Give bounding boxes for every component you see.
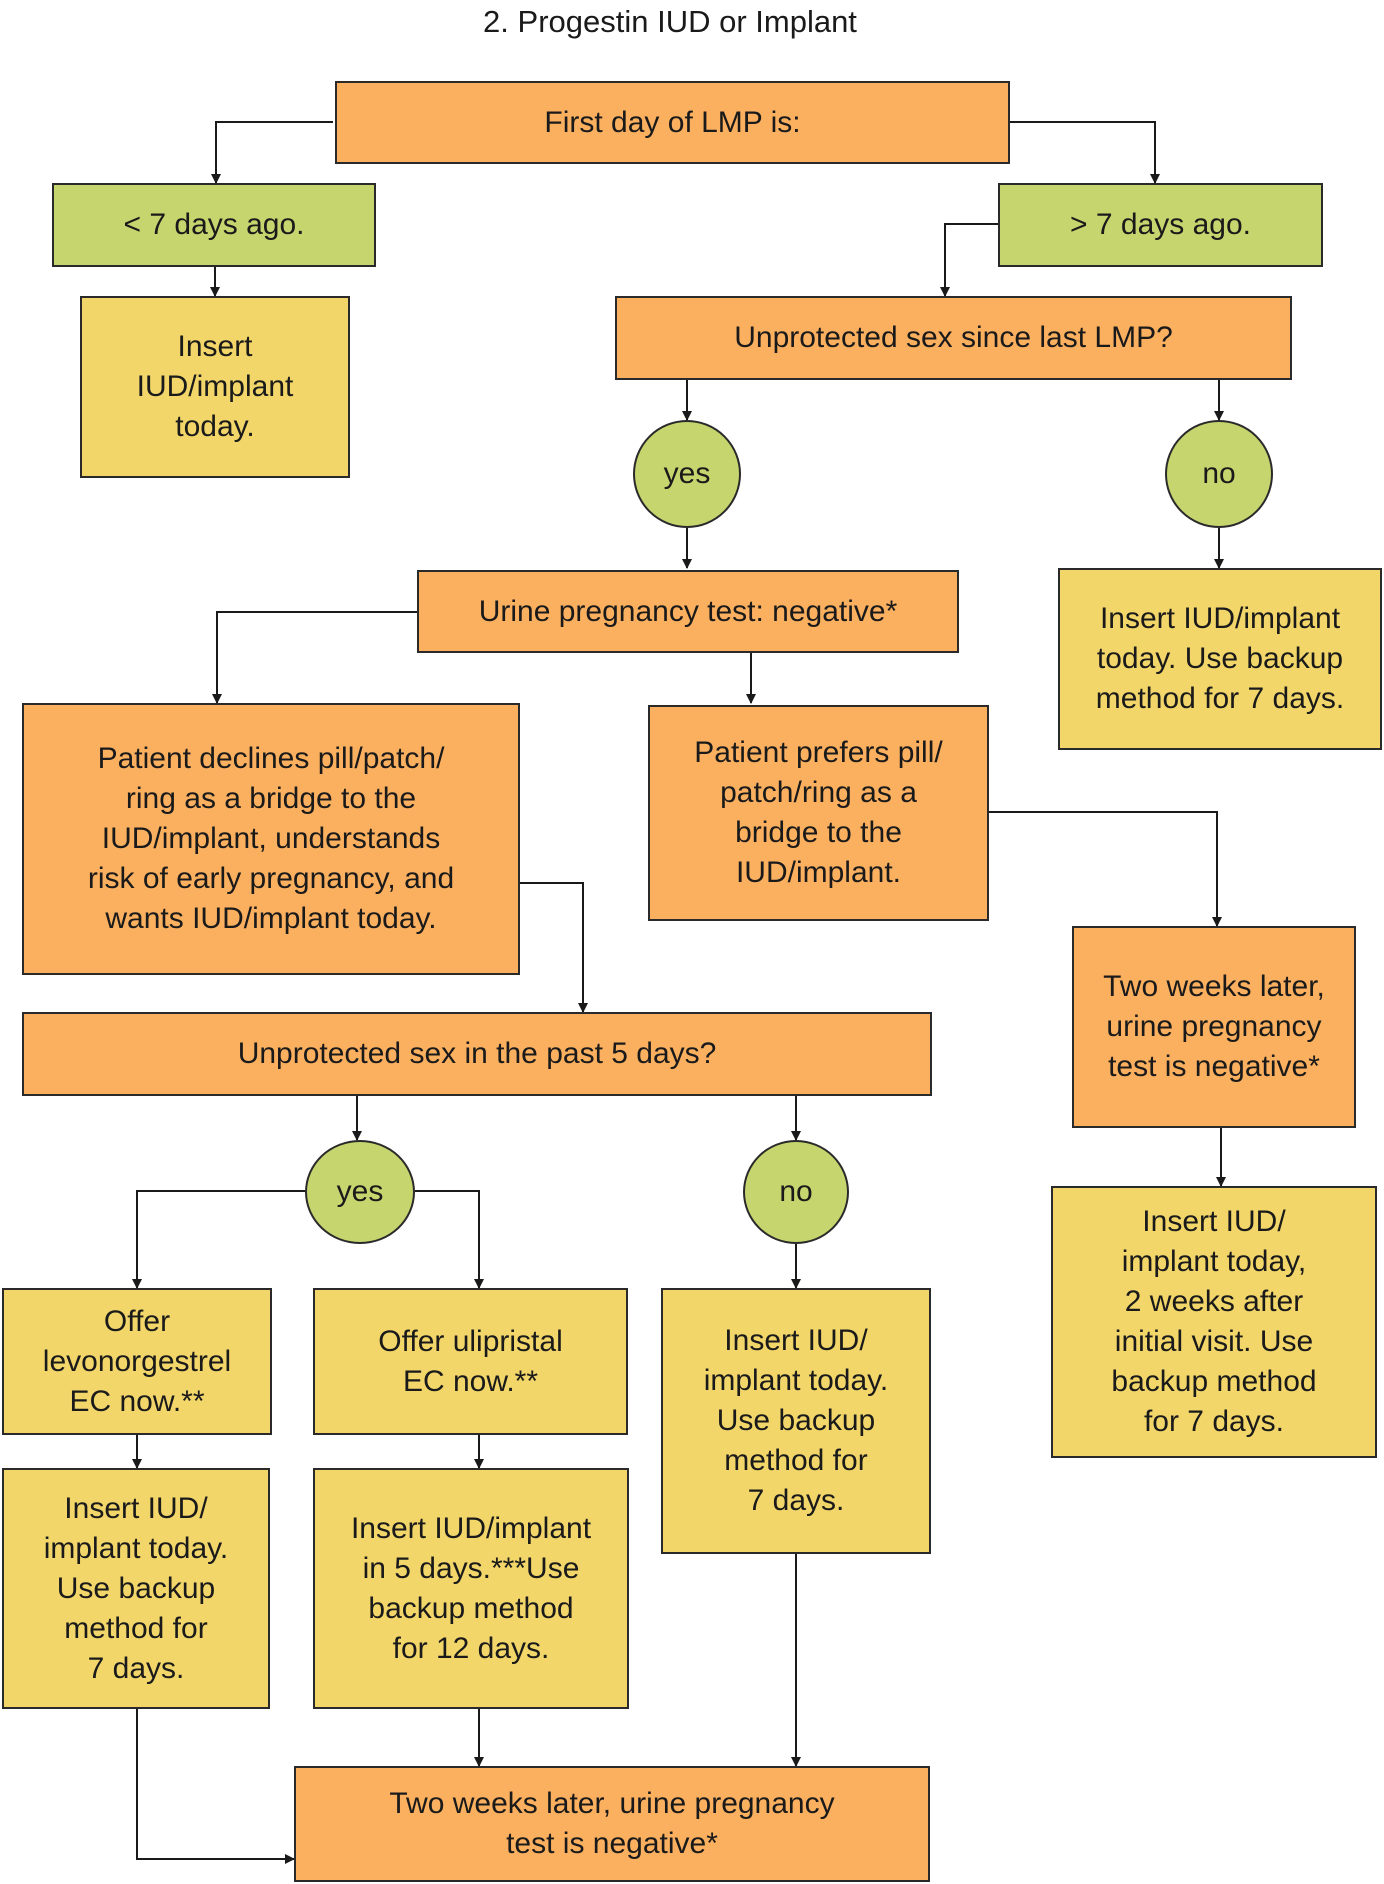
- diagram-title: 2. Progestin IUD or Implant: [483, 4, 857, 39]
- arrow-lmp-to-gt7: [1008, 121, 1160, 184]
- arrow-gt7-to-unprotected: [940, 223, 998, 297]
- no2-circle: no: [743, 1140, 849, 1244]
- yes2-circle: yes: [305, 1140, 415, 1244]
- unprotected-5days-box: Unprotected sex in the past 5 days?: [22, 1012, 932, 1096]
- urine-test-box: Urine pregnancy test: negative*: [417, 570, 959, 653]
- arrow-left-insert-to-bottom: [136, 1709, 295, 1864]
- arrow-lmp-to-lt7: [211, 121, 333, 184]
- two-weeks-right-box: Two weeks later, urine pregnancy test is…: [1072, 926, 1356, 1128]
- insert-backup7-mid-box: Insert IUD/ implant today. Use backup me…: [661, 1288, 931, 1554]
- yes1-circle: yes: [633, 420, 741, 528]
- insert-today-box: Insert IUD/implant today.: [80, 296, 350, 478]
- arrow-yes2-to-levo: [132, 1190, 305, 1289]
- two-weeks-bottom-box: Two weeks later, urine pregnancy test is…: [294, 1766, 930, 1882]
- lmp-box: First day of LMP is:: [335, 81, 1010, 164]
- insert-2weeks-box: Insert IUD/ implant today, 2 weeks after…: [1051, 1186, 1377, 1458]
- ulipristal-box: Offer ulipristal EC now.**: [313, 1288, 628, 1435]
- no1-circle: no: [1165, 420, 1273, 528]
- lt7-box: < 7 days ago.: [52, 183, 376, 267]
- declines-box: Patient declines pill/patch/ ring as a b…: [22, 703, 520, 975]
- insert-5days-box: Insert IUD/implant in 5 days.***Use back…: [313, 1468, 629, 1709]
- levonorgestrel-box: Offer levonorgestrel EC now.**: [2, 1288, 272, 1435]
- arrow-urine-to-declines: [212, 611, 417, 704]
- gt7-box: > 7 days ago.: [998, 183, 1323, 267]
- insert-backup7-left-box: Insert IUD/ implant today. Use backup me…: [2, 1468, 270, 1709]
- arrow-declines-to-5days: [518, 882, 588, 1013]
- arrow-prefers-to-twoweeks: [988, 811, 1222, 927]
- arrow-yes2-to-ulip: [415, 1190, 484, 1289]
- insert-backup7-right-box: Insert IUD/implant today. Use backup met…: [1058, 568, 1382, 750]
- unprotected-since-lmp-box: Unprotected sex since last LMP?: [615, 296, 1292, 380]
- prefers-box: Patient prefers pill/ patch/ring as a br…: [648, 705, 989, 921]
